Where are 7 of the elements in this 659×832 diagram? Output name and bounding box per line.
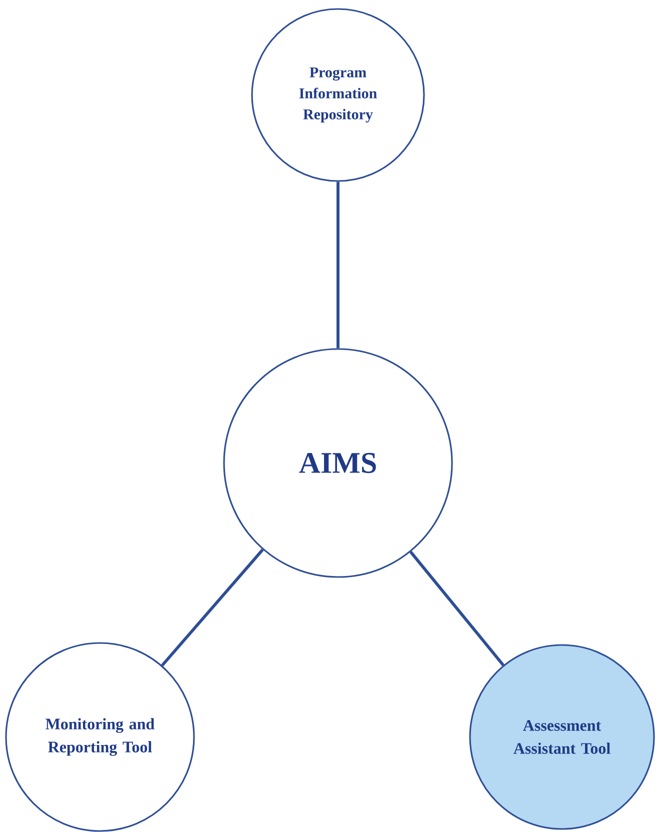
circle-node: Assessment Assistant Tool	[469, 644, 655, 830]
connector-line	[410, 550, 504, 666]
circle-node: Monitoring and Reporting Tool	[5, 642, 195, 832]
connector-line	[336, 182, 340, 348]
circle-node: Program Information Repository	[251, 8, 425, 182]
connector-line	[161, 548, 264, 666]
circle-node: AIMS	[223, 348, 453, 578]
